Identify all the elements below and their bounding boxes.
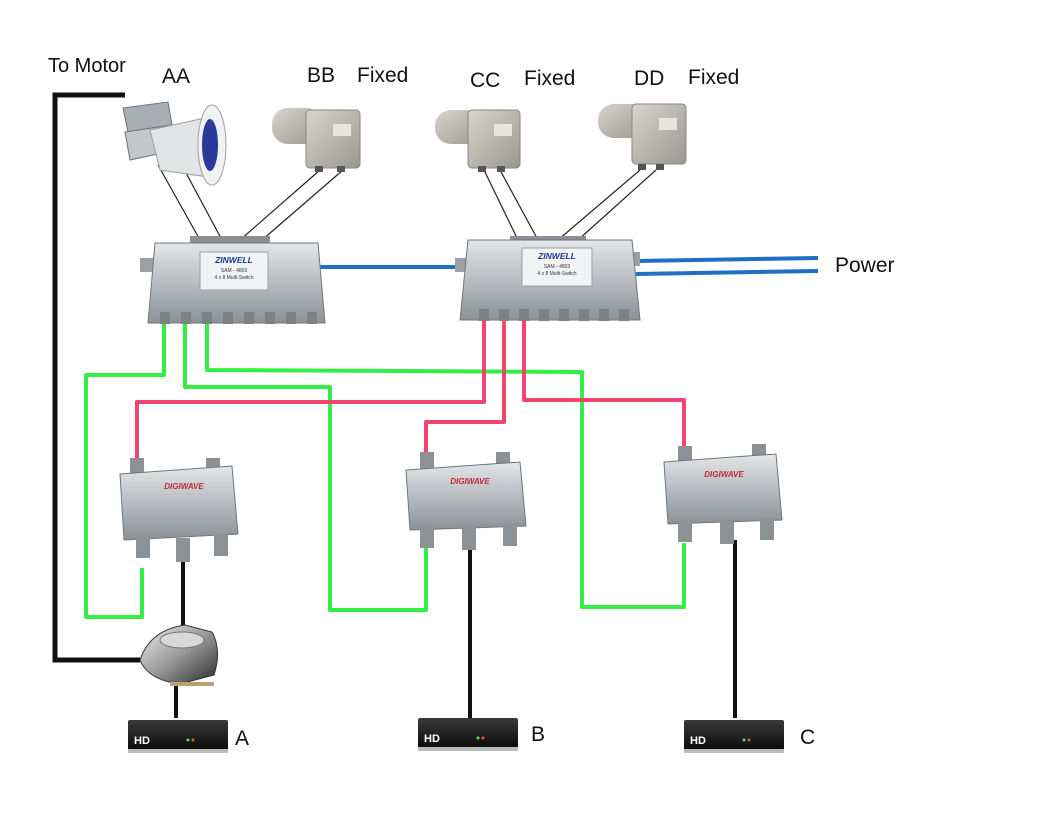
to-motor-label: To Motor (48, 55, 126, 77)
lnb-dd (598, 103, 687, 170)
receiver-c: HD (684, 720, 784, 753)
diseqc-switch-2-brand: DIGIWAVE (450, 477, 490, 486)
diseqc-switch-2: DIGIWAVE (405, 452, 527, 550)
multiswitch-1-brand: ZINWELL (214, 255, 253, 265)
power-cables (318, 256, 819, 276)
red-cables (135, 320, 686, 462)
diseqc-switch-1-brand: DIGIWAVE (164, 482, 204, 491)
lnb-cc (435, 109, 521, 172)
receiver-b: HD (418, 718, 518, 751)
multiswitch-2-desc: 4 x 8 Multi-Switch (537, 271, 576, 277)
multiswitch-1-model: SAM - 4803 (221, 268, 248, 274)
lnb-bb (272, 108, 361, 172)
lnb-bb-label: BB (307, 64, 336, 87)
multiswitch-2-model: SAM - 4803 (544, 264, 571, 270)
green-cables (84, 322, 686, 619)
lnb-aa (122, 101, 227, 186)
multiswitch-2-brand: ZINWELL (537, 251, 576, 261)
lnb-dd-type-label: Fixed (688, 66, 740, 89)
multiswitch-1: ZINWELL SAM - 4803 4 x 8 Multi-Switch (140, 236, 326, 324)
motor-positioner (139, 624, 218, 686)
receiver-c-label: C (800, 726, 816, 749)
diseqc-switch-1: DIGIWAVE (119, 458, 239, 562)
multiswitch-1-desc: 4 x 8 Multi-Switch (214, 275, 253, 281)
receiver-a-label: A (235, 727, 250, 750)
motor-cable (52, 92, 140, 663)
receiver-b-badge: HD (424, 733, 440, 745)
lnb-cables (157, 157, 657, 241)
power-label: Power (835, 254, 895, 277)
receiver-a-badge: HD (134, 735, 150, 747)
lnb-cc-type-label: Fixed (524, 67, 576, 90)
diseqc-switch-3: DIGIWAVE (663, 444, 783, 544)
receiver-a: HD (128, 720, 228, 753)
diseqc-switch-3-brand: DIGIWAVE (704, 470, 744, 479)
lnb-aa-label: AA (162, 65, 191, 88)
multiswitch-2: ZINWELL SAM - 4803 4 x 8 Multi-Switch (455, 236, 641, 321)
receiver-cables (174, 540, 737, 718)
lnb-cc-label: CC (470, 69, 501, 92)
receiver-b-label: B (531, 723, 546, 746)
receiver-c-badge: HD (690, 735, 706, 747)
lnb-bb-type-label: Fixed (357, 64, 409, 87)
lnb-dd-label: DD (634, 67, 665, 90)
